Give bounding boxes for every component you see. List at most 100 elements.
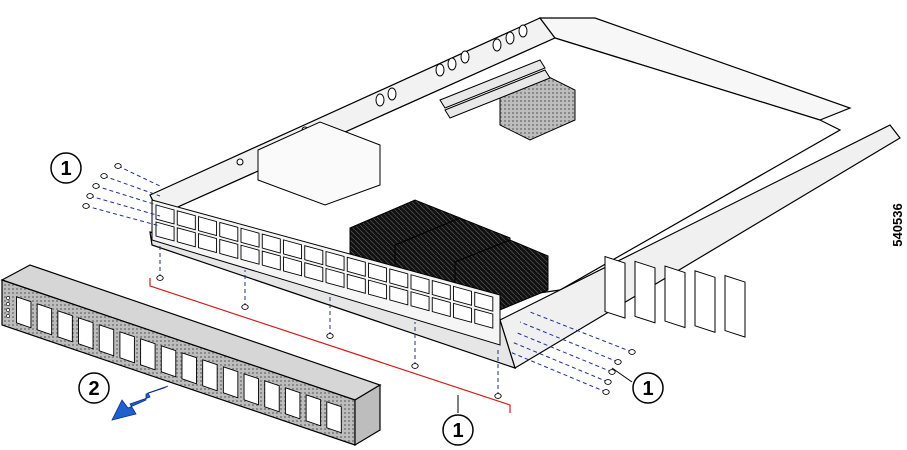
bezel-port-window xyxy=(305,394,322,427)
qsfp-port xyxy=(453,302,473,323)
qsfp-port xyxy=(389,285,409,306)
screw-leader-line xyxy=(511,341,609,383)
bezel-port-window xyxy=(222,366,239,399)
dimm-rails xyxy=(439,59,551,119)
svg-text:1: 1 xyxy=(452,420,463,442)
qsfp-port xyxy=(431,296,451,318)
callout-1-right-leader xyxy=(611,367,633,383)
qsfp-port xyxy=(176,227,196,248)
bezel-port-window xyxy=(16,296,32,329)
qsfp-port xyxy=(474,308,494,329)
figure-id: 540536 xyxy=(890,203,905,246)
screw-icon xyxy=(602,389,610,395)
bezel-port-window xyxy=(264,380,280,413)
bezel-port-window xyxy=(36,303,53,336)
bottom-screws-leader xyxy=(149,278,511,413)
callout-1-bottom: 1 xyxy=(442,414,474,446)
callout-1-top-left: 1 xyxy=(50,152,82,184)
bezel-port-window xyxy=(284,387,301,420)
qsfp-port xyxy=(325,267,345,289)
chassis-back-wall xyxy=(538,17,852,121)
screw-leader-line xyxy=(519,321,619,363)
bezel-port-window xyxy=(57,310,73,343)
right-screws xyxy=(509,311,636,395)
fan-modules xyxy=(604,255,746,338)
bezel-port-window xyxy=(243,373,259,406)
screw-icon xyxy=(156,275,164,281)
qsfp-port xyxy=(346,273,366,294)
qsfp-port xyxy=(346,256,366,277)
qsfp-port xyxy=(431,279,451,301)
bezel-led xyxy=(6,302,10,306)
svg-text:1: 1 xyxy=(60,158,71,180)
qsfp-port xyxy=(219,221,239,242)
qsfp-port xyxy=(283,256,303,277)
front-port-grid xyxy=(155,204,494,329)
bezel-led xyxy=(6,308,10,312)
svg-text:2: 2 xyxy=(88,378,99,400)
screw-icon xyxy=(326,333,334,339)
screw-icon xyxy=(608,369,616,375)
screw-icon xyxy=(82,203,90,209)
qsfp-port xyxy=(325,250,345,272)
qsfp-port xyxy=(261,250,281,271)
left-screws xyxy=(82,163,161,227)
qsfp-port xyxy=(474,291,494,312)
bezel-port-windows xyxy=(6,296,342,434)
qsfp-port xyxy=(155,221,175,242)
qsfp-port xyxy=(304,245,324,266)
screw-icon xyxy=(241,304,249,310)
qsfp-port xyxy=(389,268,409,289)
bezel-port-window xyxy=(160,345,177,378)
screw-icon xyxy=(604,379,612,385)
screw-icon xyxy=(614,359,622,365)
screw-leader-line xyxy=(509,351,607,393)
qsfp-port xyxy=(198,216,218,237)
bezel-end-cap xyxy=(354,383,381,447)
qsfp-port xyxy=(283,239,303,260)
screw-leader-line xyxy=(514,331,613,373)
screw-icon xyxy=(114,163,122,169)
bezel-port-window xyxy=(326,401,342,434)
screw-leader-line xyxy=(529,311,633,353)
screw-leader-line xyxy=(89,195,161,217)
screw-leader-line xyxy=(103,175,161,197)
qsfp-port xyxy=(368,279,388,300)
bezel-port-window xyxy=(119,331,135,364)
bezel-port-window xyxy=(78,317,94,350)
left-wall-holes xyxy=(236,24,528,166)
screw-icon xyxy=(628,349,636,355)
bezel-port-window xyxy=(181,352,197,385)
qsfp-port xyxy=(198,233,218,254)
qsfp-port xyxy=(410,291,430,312)
removal-arrow xyxy=(111,385,169,421)
qsfp-port xyxy=(368,262,388,283)
bezel-port-window xyxy=(98,324,115,357)
screw-leader-line xyxy=(117,165,161,187)
screw-leader-line xyxy=(85,205,161,227)
qsfp-port xyxy=(240,227,260,248)
callout-1-right: 1 xyxy=(632,372,664,404)
screw-icon xyxy=(92,183,100,189)
qsfp-port xyxy=(219,238,239,259)
bezel-port-window xyxy=(202,359,218,392)
qsfp-port xyxy=(410,274,430,295)
screw-icon xyxy=(100,173,108,179)
screw-icon xyxy=(411,363,419,369)
qsfp-port xyxy=(176,210,196,231)
qsfp-port xyxy=(261,233,281,254)
svg-text:1: 1 xyxy=(642,378,653,400)
qsfp-port xyxy=(240,244,260,265)
bezel-led xyxy=(6,296,10,300)
callout-2-bezel: 2 xyxy=(78,372,110,404)
qsfp-port xyxy=(453,285,473,306)
bezel-led xyxy=(6,314,10,318)
qsfp-port xyxy=(304,262,324,283)
psu-block xyxy=(257,121,381,206)
bezel-port-window xyxy=(140,338,156,371)
screw-icon xyxy=(494,393,502,399)
bottom-screws xyxy=(156,244,502,399)
screw-icon xyxy=(86,193,94,199)
qsfp-port xyxy=(155,204,175,225)
